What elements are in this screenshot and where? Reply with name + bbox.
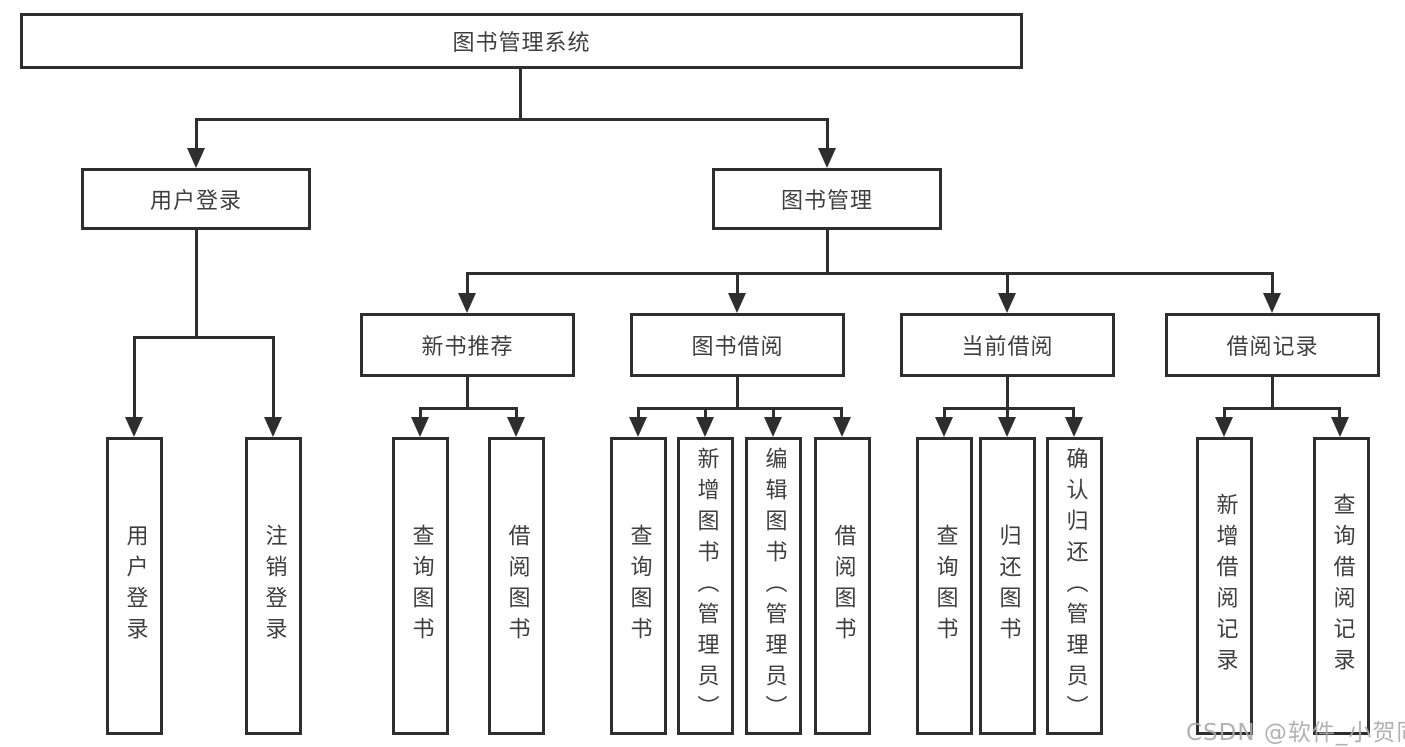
node-book-management: 图书管理 xyxy=(712,168,942,230)
leaf-borrow-books-recommend: 借阅图书 xyxy=(488,437,545,735)
connector-line xyxy=(637,407,640,418)
connector-line xyxy=(419,407,518,410)
watermark: CSDN @软件_小贺同学 xyxy=(1186,720,1405,746)
connector-line xyxy=(1006,407,1009,418)
connector-line xyxy=(1271,272,1274,294)
node-current-borrow: 当前借阅 xyxy=(900,313,1115,377)
connector-line xyxy=(419,407,422,418)
connector-line xyxy=(1072,407,1075,418)
leaf-add-book-admin: 新增图书（管理员） xyxy=(677,437,734,735)
arrow-down-icon xyxy=(458,293,476,313)
leaf-borrow-books: 借阅图书 xyxy=(814,437,871,735)
leaf-confirm-return-admin: 确认归还（管理员） xyxy=(1046,437,1103,735)
arrow-down-icon xyxy=(998,293,1016,313)
arrow-down-icon xyxy=(1263,293,1281,313)
arrow-down-icon xyxy=(728,293,746,313)
arrow-down-icon xyxy=(187,148,205,168)
arrow-down-icon xyxy=(1065,417,1083,437)
connector-line xyxy=(1223,407,1341,410)
connector-line xyxy=(272,336,275,417)
leaf-edit-book-admin: 编辑图书（管理员） xyxy=(745,437,802,735)
connector-line xyxy=(943,407,1075,410)
arrow-down-icon xyxy=(411,417,429,437)
node-book-borrow: 图书借阅 xyxy=(630,313,845,377)
arrow-down-icon xyxy=(764,417,782,437)
arrow-down-icon xyxy=(696,417,714,437)
arrow-down-icon xyxy=(1331,417,1349,437)
connector-line xyxy=(195,118,198,149)
connector-line xyxy=(1271,377,1274,407)
leaf-query-books-borrow: 查询图书 xyxy=(610,437,667,735)
arrow-down-icon xyxy=(264,417,282,437)
leaf-user-login: 用户登录 xyxy=(106,437,163,735)
arrow-down-icon xyxy=(998,417,1016,437)
node-borrow-records: 借阅记录 xyxy=(1165,313,1380,377)
arrow-down-icon xyxy=(125,417,143,437)
connector-line xyxy=(772,407,775,418)
connector-line xyxy=(515,407,518,418)
arrow-down-icon xyxy=(1215,417,1233,437)
connector-line xyxy=(736,377,739,407)
leaf-return-book: 归还图书 xyxy=(979,437,1036,735)
connector-line xyxy=(1223,407,1226,418)
node-user-login: 用户登录 xyxy=(81,168,311,230)
connector-line xyxy=(736,272,739,294)
connector-line xyxy=(466,377,469,407)
connector-line xyxy=(826,230,829,272)
connector-line xyxy=(195,230,198,336)
connector-line xyxy=(826,118,829,149)
node-new-book-recommend: 新书推荐 xyxy=(360,313,575,377)
arrow-down-icon xyxy=(507,417,525,437)
connector-line xyxy=(637,407,843,410)
leaf-add-borrow-record: 新增借阅记录 xyxy=(1196,437,1253,735)
connector-line xyxy=(1006,272,1009,294)
connector-line xyxy=(943,407,946,418)
leaf-logout: 注销登录 xyxy=(245,437,302,735)
connector-line xyxy=(840,407,843,418)
arrow-down-icon xyxy=(935,417,953,437)
connector-line xyxy=(704,407,707,418)
connector-line xyxy=(1338,407,1341,418)
leaf-query-borrow-record: 查询借阅记录 xyxy=(1313,437,1370,735)
connector-line xyxy=(466,272,1274,275)
connector-line xyxy=(1006,377,1009,407)
connector-line xyxy=(519,69,522,120)
arrow-down-icon xyxy=(629,417,647,437)
connector-line xyxy=(133,336,275,339)
leaf-query-books-recommend: 查询图书 xyxy=(392,437,449,735)
node-library-management-system: 图书管理系统 xyxy=(20,13,1023,69)
connector-line xyxy=(466,272,469,294)
connector-line xyxy=(133,336,136,417)
connector-line xyxy=(195,118,829,121)
arrow-down-icon xyxy=(818,148,836,168)
leaf-query-books-current: 查询图书 xyxy=(916,437,973,735)
arrow-down-icon xyxy=(833,417,851,437)
